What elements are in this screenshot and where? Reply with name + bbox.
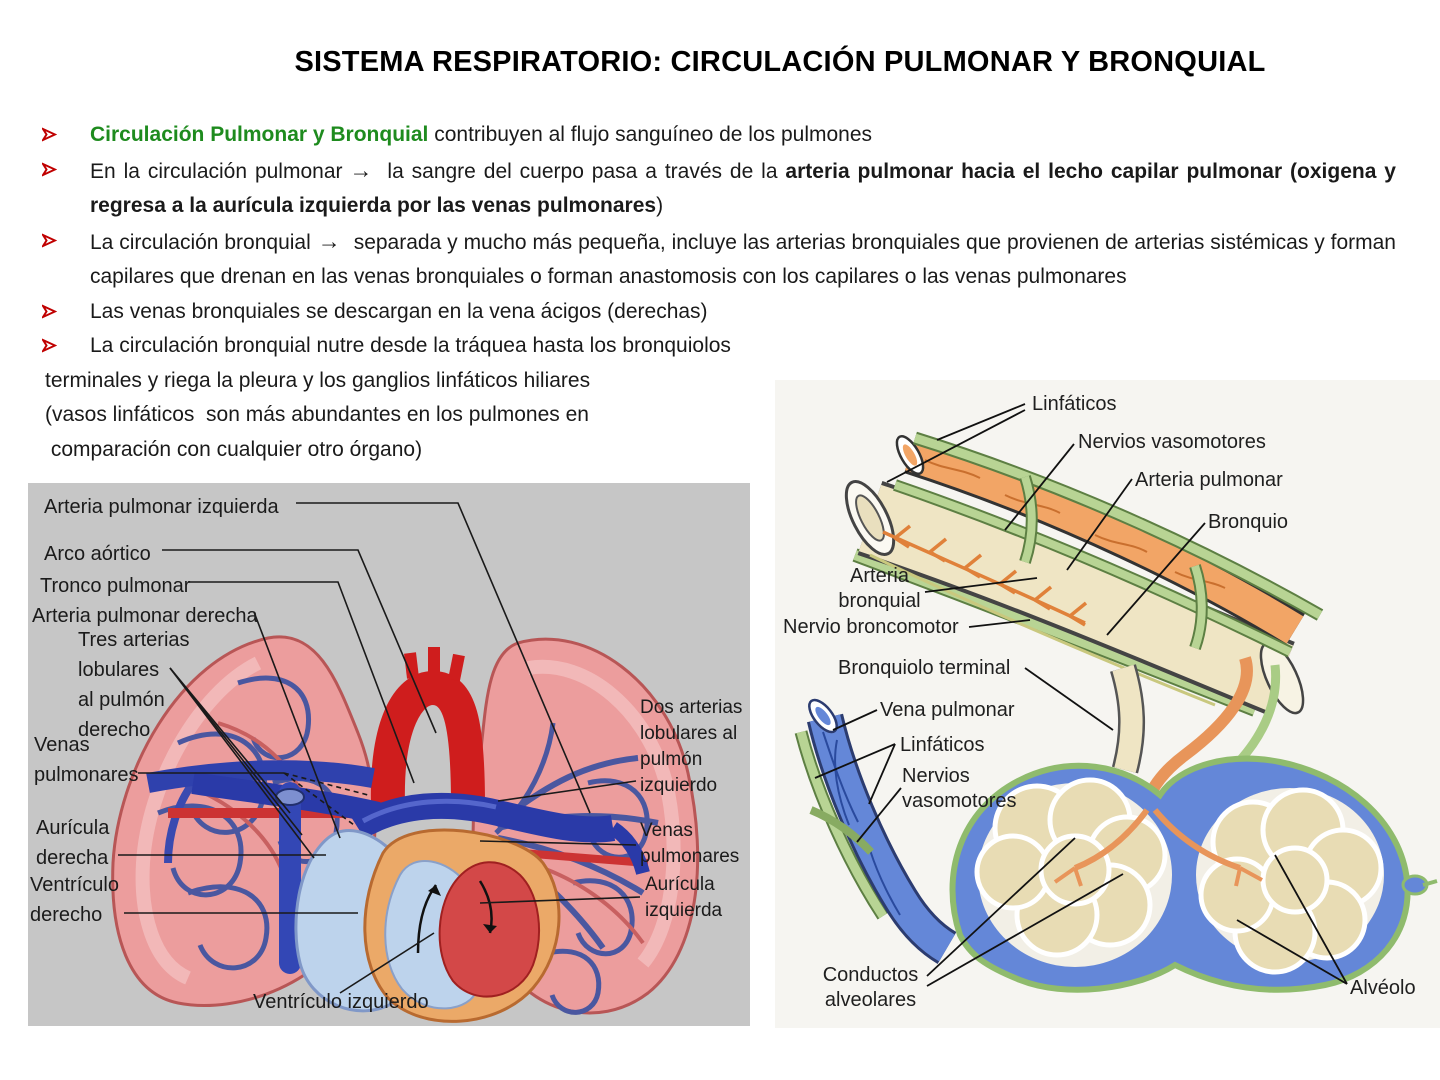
bullet-text: Las venas bronquiales se descargan en la… — [90, 299, 708, 323]
bullet-item-4: Las venas bronquiales se descargan en la… — [0, 295, 1428, 330]
label-tronco-pulmonar: Tronco pulmonar — [40, 575, 191, 597]
bronchial-illustration — [775, 380, 1440, 1028]
bullet-arrow-icon — [42, 338, 57, 353]
label-ventriculo-derecho: Ventrículo derecho — [30, 874, 119, 926]
label-nervios-vasomotores-superior: Nervios vasomotores — [1078, 431, 1266, 453]
alveolar-sacs — [949, 755, 1438, 993]
label-bronquiolo-terminal: Bronquiolo terminal — [838, 657, 1011, 679]
bullet-text: La circulación bronquial — [90, 230, 311, 254]
label-venas-pulmonares-der: Venas pulmonares — [640, 820, 740, 867]
label-nervios-vasomotores-medio: Nervios vasomotores — [902, 765, 1017, 812]
page-title: SISTEMA RESPIRATORIO: CIRCULACIÓN PULMON… — [294, 46, 1266, 78]
bullet-text-bold: arteria pulmonar hacia el lecho capilar … — [90, 159, 1396, 218]
label-auricula-derecha: Aurícula derecha — [36, 817, 110, 869]
heart-lungs-figure: Arteria pulmonar izquierda Arco aórtico … — [28, 483, 750, 1026]
pulmonary-trunk — [351, 792, 616, 843]
continuation-line: (vasos linfáticos son más abundantes en … — [45, 403, 589, 427]
label-arteria-pulmonar-izquierda: Arteria pulmonar izquierda — [44, 496, 279, 518]
heart — [294, 828, 561, 1023]
arrow-glyph: → — [349, 156, 373, 183]
bullet-text: En la circulación pulmonar — [90, 159, 343, 183]
label-linfaticos-medio: Linfáticos — [900, 734, 985, 756]
label-arteria-pulmonar-derecha: Arteria pulmonar derecha — [32, 605, 258, 627]
label-tres-arterias-lobulares: Tres arterias lobulares al pulmón derech… — [78, 629, 190, 741]
heart-lungs-illustration — [28, 483, 750, 1026]
bullet-arrow-icon — [42, 303, 57, 319]
continuation-line: terminales y riega la pleura y los gangl… — [45, 368, 591, 392]
label-venas-pulmonares-izq: Venas pulmonares — [34, 734, 139, 786]
bronchial-artery-twigs — [882, 524, 1088, 627]
continuation-line: comparación con cualquier otro órgano) — [45, 438, 423, 462]
label-ventriculo-izquierdo: Ventrículo izquierdo — [253, 991, 429, 1013]
pulmonary-vein-tube — [794, 698, 957, 964]
bullet-text: La circulación bronquial nutre desde la … — [90, 334, 731, 357]
bullet-item-2: En la circulación pulmonar→ la sangre de… — [0, 153, 1428, 224]
bullet-arrow-icon — [42, 232, 57, 248]
lymphatic-bands — [893, 431, 1324, 658]
arrow-glyph: → — [317, 227, 341, 254]
bronchial-figure: Linfáticos Nervios vasomotores Arteria p… — [775, 380, 1440, 1028]
bronchus — [844, 480, 1305, 715]
label-conductos-alveolares: Conductos alveolares — [822, 964, 919, 1011]
leader-lines — [814, 403, 1348, 987]
label-auricula-izquierda: Aurícula izquierda — [645, 874, 723, 921]
broncomotor-nerve — [869, 553, 1216, 707]
label-nervio-broncomotor: Nervio broncomotor — [783, 616, 959, 638]
label-arteria-bronquial: Arteria bronquial — [838, 565, 921, 612]
label-linfaticos-superior: Linfáticos — [1032, 393, 1117, 415]
label-dos-arterias-lobulares: Dos arterias lobulares al pulmón izquier… — [640, 697, 743, 796]
bullet-text: separada y mucho más pequeña, incluye la… — [90, 230, 1396, 289]
label-bronquio: Bronquio — [1208, 511, 1289, 533]
bullet-item-3: La circulación bronquial→ separada y muc… — [0, 224, 1428, 295]
bullet-list: Circulación Pulmonar y Bronquial contrib… — [0, 118, 1428, 468]
aorta — [370, 670, 485, 806]
bullet-arrow-icon — [42, 127, 57, 142]
bullet-item-1: Circulación Pulmonar y Bronquial contrib… — [0, 118, 1428, 153]
pulmonary-artery-tube — [895, 435, 1305, 647]
central-vessels — [146, 647, 650, 974]
label-arco-aortico: Arco aórtico — [44, 543, 151, 565]
label-alveolo: Alvéolo — [1350, 977, 1416, 999]
label-vena-pulmonar: Vena pulmonar — [880, 699, 1015, 721]
bullet-item-5: La circulación bronquial nutre desde la … — [0, 329, 1428, 364]
bullet-text: ) — [656, 194, 664, 217]
bullet-text: la sangre del cuerpo pasa a través de la — [379, 159, 786, 183]
leader-lines — [118, 502, 641, 994]
bullet-lead-green: Circulación Pulmonar y Bronquial — [90, 123, 429, 146]
bullet-text: contribuyen al flujo sanguíneo de los pu… — [428, 123, 873, 146]
bullet-arrow-icon — [42, 161, 57, 177]
label-arteria-pulmonar: Arteria pulmonar — [1135, 469, 1283, 491]
